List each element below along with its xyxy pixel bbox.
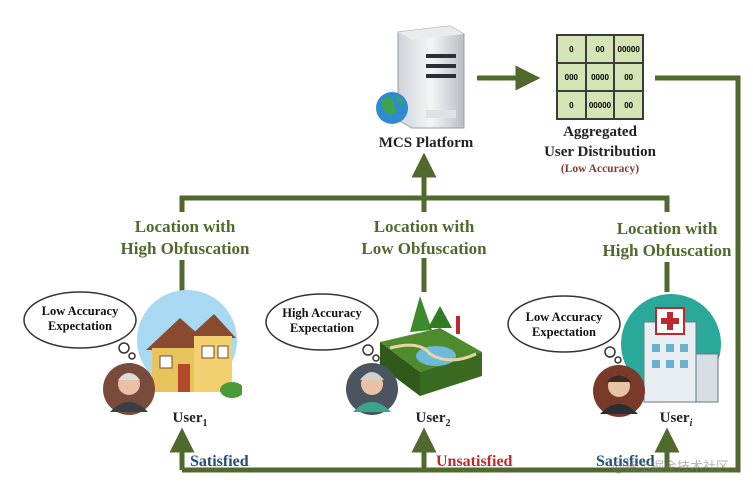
hospital-icon	[621, 294, 721, 403]
bubble-line2: Expectation	[532, 325, 596, 339]
location-label-line1: Location with	[373, 217, 475, 236]
feedback-loop-line	[182, 75, 741, 473]
status-label-user1: Satisfied	[190, 453, 249, 470]
bubble-line1: Low Accuracy	[525, 310, 603, 324]
grid-cell: 00	[614, 91, 643, 119]
location-label-line2: High Obfuscation	[120, 239, 250, 258]
bubble-line1: Low Accuracy	[41, 304, 119, 318]
location-label-middle: Location with Low Obfuscation	[344, 216, 504, 260]
grid-cell: 000	[557, 63, 586, 91]
user-label: User1	[160, 410, 220, 429]
aggregate-title-line1: Aggregated	[563, 124, 637, 140]
location-label-line2: High Obfuscation	[602, 241, 732, 260]
watermark: @稀土掘金技术社区	[612, 460, 730, 475]
user-label: User2	[403, 410, 463, 429]
expectation-bubble-text: Low Accuracy Expectation	[24, 304, 136, 334]
bubble-line2: Expectation	[48, 319, 112, 333]
user-subscript: 1	[202, 418, 208, 429]
avatar	[346, 363, 398, 415]
location-label-left: Location with High Obfuscation	[100, 216, 270, 260]
avatar	[103, 363, 155, 415]
thought-bubble	[265, 293, 380, 362]
avatar	[593, 365, 645, 417]
platform-label: MCS Platform	[378, 135, 474, 151]
grid-cell: 0	[557, 35, 586, 63]
aggregate-grid: 0 00 00000 000 0000 00 0 00000 00	[556, 34, 644, 120]
bubble-line1: High Accuracy	[282, 306, 362, 320]
user-name: User	[415, 410, 446, 426]
grid-cell: 00000	[585, 91, 615, 119]
grid-cell: 0	[557, 91, 586, 119]
location-label-right: Location with High Obfuscation	[588, 218, 746, 262]
location-label-line1: Location with	[134, 217, 236, 236]
grid-cell: 00000	[614, 35, 643, 63]
location-label-line1: Location with	[616, 219, 718, 238]
aggregate-note: (Low Accuracy)	[560, 163, 640, 175]
user-name: User	[172, 410, 203, 426]
grid-cell: 00	[585, 35, 615, 63]
bubble-line2: Expectation	[290, 321, 354, 335]
status-label-user2: Unsatisfied	[436, 453, 513, 470]
user-label: Useri	[646, 410, 706, 429]
expectation-bubble-text: Low Accuracy Expectation	[508, 310, 620, 340]
user-subscript: i	[689, 418, 693, 429]
grid-cell: 0000	[585, 63, 615, 91]
expectation-bubble-text: High Accuracy Expectation	[266, 306, 378, 336]
server-icon	[376, 25, 465, 129]
map-icon	[380, 296, 482, 396]
user-name: User	[659, 410, 690, 426]
user-subscript: 2	[445, 418, 451, 429]
location-label-line2: Low Obfuscation	[361, 239, 487, 258]
aggregate-title-line2: User Distribution	[544, 144, 656, 160]
house-icon	[137, 290, 242, 398]
thought-bubble	[507, 295, 622, 364]
grid-cell: 00	[614, 63, 643, 91]
thought-bubble	[23, 291, 137, 360]
status-label-useri: Satisfied	[596, 453, 655, 470]
